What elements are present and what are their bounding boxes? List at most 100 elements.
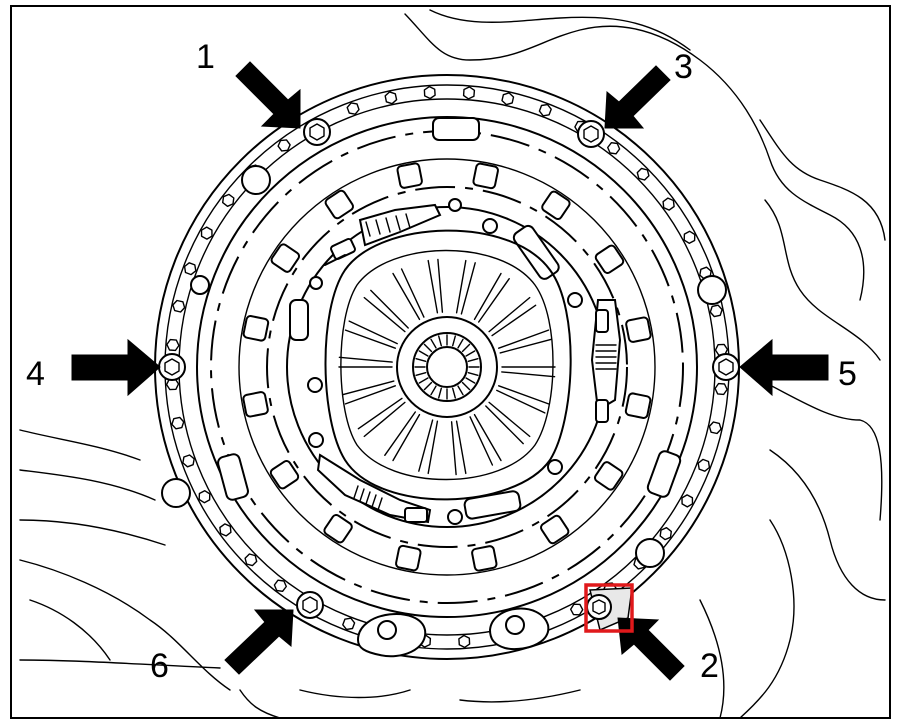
hub-spline bbox=[452, 387, 456, 399]
cover-window bbox=[625, 316, 652, 343]
cover-window bbox=[396, 162, 423, 189]
hex-bolt bbox=[538, 103, 552, 117]
diaphragm-finger bbox=[491, 304, 537, 337]
hub-spline bbox=[415, 372, 427, 376]
cover-windows bbox=[242, 162, 652, 572]
diaphragm-finger bbox=[499, 338, 553, 354]
bolt-5 bbox=[712, 353, 740, 381]
hex-bolt bbox=[462, 86, 476, 100]
hub-spline bbox=[418, 350, 429, 357]
diaphragm-finger bbox=[370, 289, 409, 329]
hex-bolt bbox=[458, 634, 471, 649]
callout-6: 6 bbox=[150, 647, 169, 685]
hex-bolt bbox=[277, 139, 291, 152]
diaphragm-finger bbox=[496, 389, 546, 414]
diaphragm-finger bbox=[501, 371, 556, 378]
arrow-6 bbox=[224, 609, 294, 675]
callout-3: 3 bbox=[674, 48, 693, 86]
diaphragm-finger bbox=[427, 420, 439, 475]
diaphragm-finger bbox=[392, 272, 421, 321]
diaphragm-finger bbox=[488, 296, 531, 333]
cover-window bbox=[471, 545, 498, 572]
diaphragm-finger bbox=[498, 329, 550, 349]
spring-assembly-top bbox=[324, 203, 442, 266]
diaphragm-finger bbox=[344, 329, 396, 349]
hex-bolt bbox=[659, 527, 672, 541]
callout-5: 5 bbox=[838, 355, 857, 393]
hub-spline bbox=[461, 343, 471, 353]
hex-bolt bbox=[244, 553, 258, 567]
cover-window bbox=[593, 461, 624, 491]
hex-bolt bbox=[570, 603, 584, 616]
diaphragm-finger bbox=[455, 259, 467, 314]
diaphragm-finger bbox=[363, 296, 406, 333]
diaphragm-finger bbox=[450, 421, 457, 476]
cover-window bbox=[269, 459, 300, 490]
cover-window bbox=[242, 391, 269, 418]
cover-window bbox=[323, 513, 353, 544]
hub-rivets bbox=[307, 198, 583, 525]
hex-bolt bbox=[172, 299, 186, 313]
cover-window bbox=[395, 544, 422, 572]
hub-spline bbox=[452, 335, 456, 347]
callout-arrows bbox=[71, 61, 829, 681]
diaphragm-finger bbox=[498, 385, 550, 405]
diaphragm-finger bbox=[455, 420, 467, 475]
diaphragm-finger bbox=[437, 258, 444, 313]
hex-bolt bbox=[221, 193, 235, 208]
hex-bolt bbox=[342, 617, 356, 631]
hub-spline bbox=[430, 385, 437, 396]
hex-bolt bbox=[273, 579, 287, 592]
highlight-box bbox=[584, 583, 634, 633]
arrow-2 bbox=[617, 617, 685, 681]
dowel-pins bbox=[161, 165, 727, 568]
hub-spline bbox=[415, 358, 427, 362]
callout-4: 4 bbox=[26, 355, 45, 393]
hub-spline bbox=[423, 381, 433, 391]
hex-bolt bbox=[166, 338, 180, 352]
cover-window bbox=[472, 162, 499, 190]
hub-spline bbox=[438, 387, 442, 399]
diaphragm-finger bbox=[338, 356, 393, 363]
callout-1: 1 bbox=[196, 38, 215, 76]
diaphragm-finger bbox=[392, 413, 421, 462]
diaphragm-finger bbox=[460, 262, 476, 315]
hex-bolt bbox=[683, 230, 696, 245]
cover-window bbox=[324, 189, 355, 220]
diaphragm-finger bbox=[485, 405, 524, 445]
hub-spline bbox=[457, 338, 464, 349]
bolt-3 bbox=[577, 120, 605, 148]
hub-spline bbox=[457, 385, 464, 396]
figure-border bbox=[10, 5, 891, 719]
hub-spline bbox=[423, 343, 433, 353]
hex-bolt bbox=[714, 382, 728, 396]
bolt-6 bbox=[296, 591, 324, 619]
housing-outline bbox=[19, 9, 886, 719]
hex-bolt bbox=[636, 167, 650, 181]
diaphragm-finger bbox=[427, 259, 439, 314]
spring-assembly-right bbox=[590, 299, 622, 423]
hex-bolt bbox=[681, 494, 694, 508]
arrow-5 bbox=[739, 338, 829, 397]
cover-window bbox=[624, 392, 652, 419]
diaphragm-finger bbox=[469, 416, 494, 466]
hex-bolt bbox=[607, 141, 621, 155]
hex-bolt bbox=[198, 490, 211, 504]
hex-bolt bbox=[346, 102, 360, 115]
hex-bolt bbox=[662, 197, 675, 211]
diaphragm-finger bbox=[473, 272, 502, 321]
hub-spline bbox=[418, 377, 429, 384]
spring-assembly-bottom bbox=[316, 453, 432, 524]
cover-window bbox=[594, 244, 625, 275]
cover-window bbox=[539, 514, 570, 545]
diaphragm-finger bbox=[473, 413, 502, 462]
diaphragm-finger bbox=[348, 320, 398, 345]
bolt-4 bbox=[158, 353, 186, 381]
diaphragm-finger bbox=[357, 397, 403, 430]
diaphragm-finger bbox=[363, 401, 406, 438]
hub-spline bbox=[467, 372, 479, 376]
arrow-1 bbox=[235, 61, 301, 129]
hub-spline bbox=[467, 358, 479, 362]
